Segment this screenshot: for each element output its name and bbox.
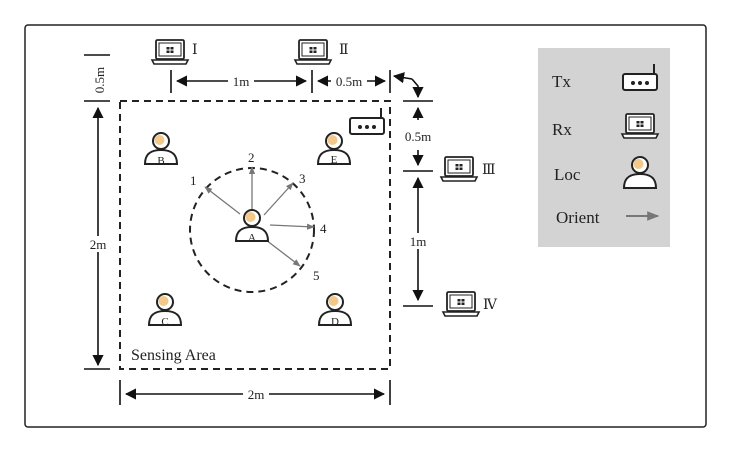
location-e: E <box>317 132 351 166</box>
location-a: A <box>235 209 269 244</box>
dim-label-top-right-gap: 0.5m <box>336 74 362 89</box>
dim-arrow-corner-v <box>411 78 424 99</box>
label-bg <box>86 236 110 252</box>
location-label: B <box>157 155 164 167</box>
legend-tx-label: Tx <box>552 72 571 91</box>
location-label: A <box>248 232 256 244</box>
location-label: D <box>331 316 339 328</box>
receiver-laptop-icon-1 <box>151 39 189 65</box>
orient-arrow-5 <box>265 239 301 267</box>
sensing-area-label: Sensing Area <box>131 347 216 364</box>
location-label: E <box>331 154 338 166</box>
dim-label-right-rx-spacing: 1m <box>410 234 427 249</box>
dim-arrow-corner-h <box>392 72 413 84</box>
orient-label-2: 2 <box>248 150 255 165</box>
orient-arrow-1 <box>204 186 241 215</box>
receiver-laptop-icon-3 <box>440 156 478 182</box>
legend-orient-label: Orient <box>556 208 600 227</box>
receiver-label-4: Ⅳ <box>483 298 498 313</box>
dim-label-area-width: 2m <box>248 387 265 402</box>
legend-rx-label: Rx <box>552 120 572 139</box>
receiver-label-2: Ⅱ <box>339 43 349 58</box>
orientation-arrows <box>204 166 315 267</box>
location-b: B <box>144 132 178 167</box>
orient-arrow-4 <box>269 223 315 230</box>
legend: Tx Rx Loc Orient <box>538 48 670 247</box>
orient-label-1: 1 <box>190 173 197 188</box>
receiver-laptop-icon-2 <box>294 39 332 65</box>
label-bg <box>406 233 430 249</box>
dim-label-area-height: 2m <box>90 237 107 252</box>
orient-arrow-3 <box>263 182 294 216</box>
transmitter-router-icon <box>349 107 385 135</box>
orient-label-5: 5 <box>313 268 320 283</box>
dim-label-left-top-gap: 0.5m <box>92 67 107 93</box>
dim-label-right-top-gap: 0.5m <box>405 129 431 144</box>
receiver-laptop-icon-4 <box>442 291 480 317</box>
sensing-area <box>119 100 391 370</box>
location-c: C <box>148 293 182 328</box>
location-label: C <box>161 316 168 328</box>
legend-laptop-icon <box>621 113 659 139</box>
label-bg <box>243 387 269 402</box>
label-bg <box>228 74 254 88</box>
outer-frame <box>24 24 707 428</box>
receiver-label-3: Ⅲ <box>482 163 496 178</box>
label-bg <box>331 74 367 88</box>
location-d: D <box>318 293 352 328</box>
orient-label-3: 3 <box>299 171 306 186</box>
dim-label-top-rx-spacing: 1m <box>233 74 250 89</box>
receiver-label-1: Ⅰ <box>192 43 198 58</box>
orient-label-4: 4 <box>320 221 327 236</box>
legend-loc-label: Loc <box>554 165 581 184</box>
